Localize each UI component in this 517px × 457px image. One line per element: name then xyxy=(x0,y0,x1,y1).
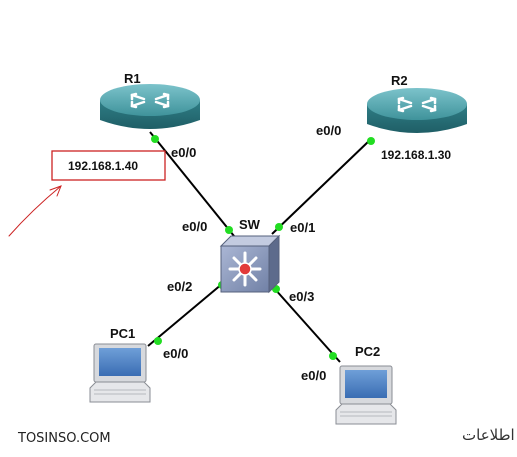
link-dot xyxy=(329,352,337,360)
ip-highlight-box xyxy=(51,150,166,181)
r2-ip-address: 192.168.1.30 xyxy=(381,148,451,162)
r1-ip-address: 192.168.1.40 xyxy=(68,159,138,173)
interface-label-sw-pc1: e0/2 xyxy=(167,279,192,294)
interface-label-r2: e0/0 xyxy=(316,123,341,138)
pc1-name-label: PC1 xyxy=(110,326,135,341)
link-pc1-sw xyxy=(147,283,223,347)
watermark-right: ITPro.ir - وب سایت تخصصی فناوری اطلاعات xyxy=(462,426,517,444)
router-r2-icon[interactable] xyxy=(367,88,467,133)
interface-label-sw-pc2: e0/3 xyxy=(289,289,314,304)
interface-label-sw-r2: e0/1 xyxy=(290,220,315,235)
links xyxy=(147,131,371,363)
switch-sw-icon[interactable] xyxy=(219,234,281,294)
r1-name-label: R1 xyxy=(124,71,141,86)
interface-label-r1: e0/0 xyxy=(171,145,196,160)
link-dot xyxy=(154,337,162,345)
link-dot xyxy=(367,137,375,145)
pc2-name-label: PC2 xyxy=(355,344,380,359)
link-r2-sw xyxy=(271,139,371,235)
link-dot xyxy=(151,135,159,143)
sw-name-label: SW xyxy=(239,217,261,232)
pc2-icon[interactable] xyxy=(335,365,397,425)
annotation-arrow xyxy=(8,185,62,237)
watermark-left: TOSINSO.COM xyxy=(17,431,111,446)
link-dots xyxy=(151,135,375,360)
pc1-icon[interactable] xyxy=(89,343,151,403)
link-dot xyxy=(225,226,233,234)
link-dot xyxy=(275,223,283,231)
link-pc2-sw xyxy=(273,287,341,363)
interface-label-pc1: e0/0 xyxy=(163,346,188,361)
interface-label-sw-r1: e0/0 xyxy=(182,219,207,234)
router-r1-icon[interactable] xyxy=(100,84,200,129)
r2-name-label: R2 xyxy=(391,73,408,88)
link-r1-sw xyxy=(149,131,235,237)
interface-label-pc2: e0/0 xyxy=(301,368,326,383)
